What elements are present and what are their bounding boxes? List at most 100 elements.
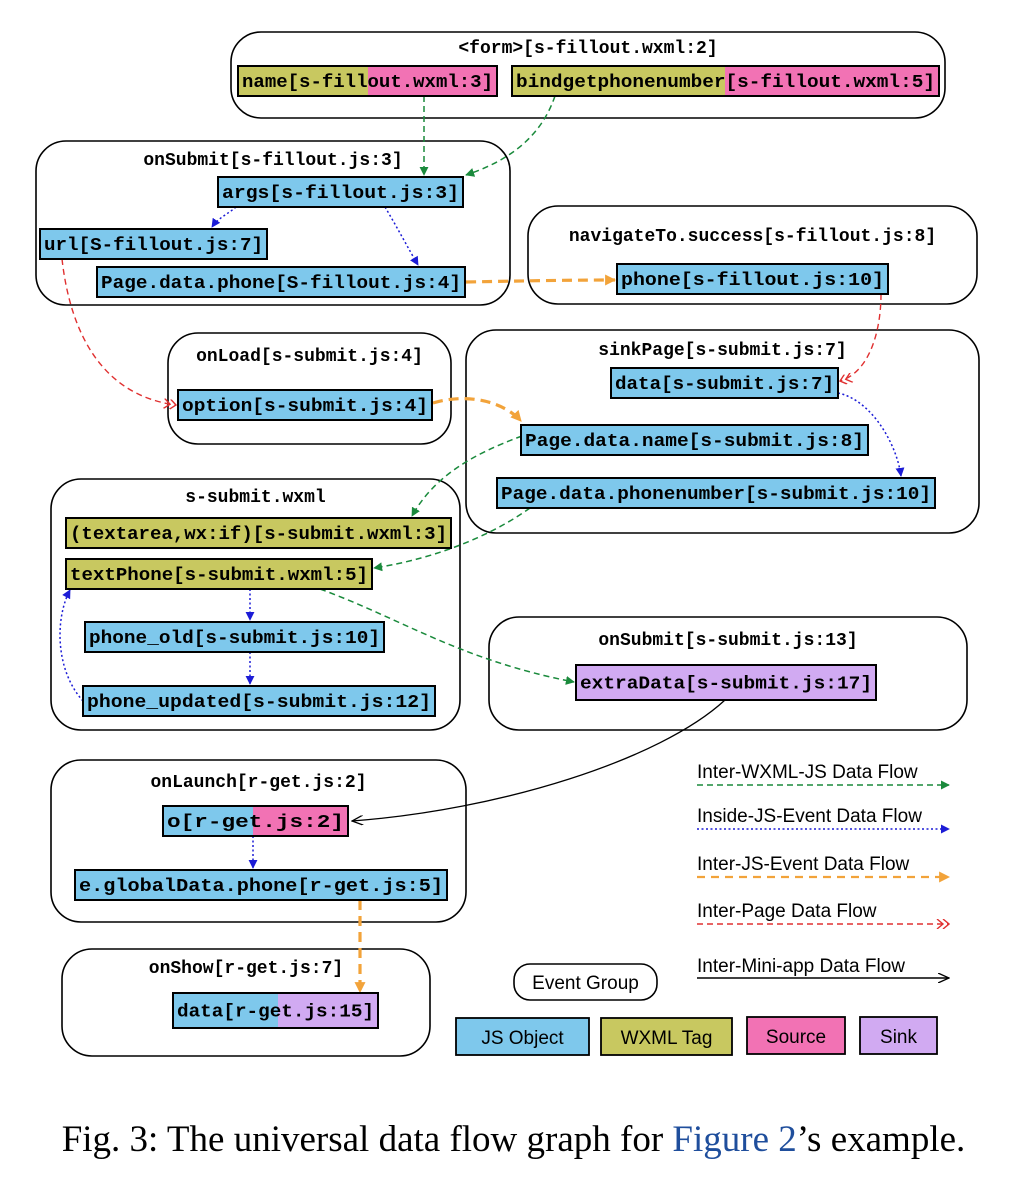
node-box [177, 389, 433, 421]
graph-node: args[s-fillout.js:3] [217, 176, 464, 208]
legend-swatch-label: WXML Tag [621, 1028, 713, 1049]
node-box [65, 558, 373, 590]
figure-caption: Fig. 3: The universal data flow graph fo… [0, 1118, 1027, 1161]
legend-event-group: Event Group [513, 963, 658, 1001]
event-group: onLoad[s-submit.js:4] [167, 332, 452, 445]
node-label: url[S-fillout.js:7] [44, 236, 263, 256]
caption-prefix: Fig. 3: The universal data flow graph fo… [61, 1119, 673, 1160]
event-group-title: onShow[r-get.js:7] [149, 959, 343, 979]
event-group-title: onLaunch[r-get.js:2] [150, 773, 366, 793]
flow-edge [211, 206, 237, 228]
flow-edge [465, 274, 617, 286]
graph-node: textPhone[s-submit.wxml:5] [65, 558, 373, 590]
graph-node: bindgetphonenumber[s-fillout.wxml:5] [511, 65, 940, 97]
graph-node: (textarea,wx:if)[s-submit.wxml:3] [65, 517, 452, 549]
legend-swatch-label: Sink [880, 1027, 917, 1048]
graph-node: phone_old[s-submit.js:10] [84, 621, 385, 653]
graph-node: extraData[s-submit.js:17] [575, 664, 877, 701]
legend-event-group-label: Event Group [532, 973, 639, 994]
graph-node: Page.data.name[s-submit.js:8] [520, 424, 869, 456]
legend-label: Inter-Mini-app Data Flow [697, 956, 905, 977]
node-fill-secondary [368, 66, 497, 96]
legend-swatch-label: Source [766, 1027, 826, 1048]
node-label: e.globalData.phone[r-get.js:5] [79, 877, 443, 897]
graph-node: e.globalData.phone[r-get.js:5] [74, 869, 448, 901]
legend-swatch-js-object: JS Object [455, 1017, 590, 1056]
flow-edge [352, 699, 726, 821]
node-label: phone[s-fillout.js:10] [621, 271, 884, 291]
legend-label: Inside-JS-Event Data Flow [697, 806, 922, 827]
flow-edge [840, 293, 882, 381]
node-box [82, 685, 436, 717]
node-fill-primary [512, 66, 725, 96]
node-border [162, 805, 349, 837]
graph-node: url[S-fillout.js:7] [39, 228, 268, 260]
node-label: name[s-fillout.wxml:3] [242, 73, 493, 93]
legend-item-inter-js-event: Inter-JS-Event Data Flow [697, 854, 951, 883]
flow-edge [411, 435, 523, 517]
node-border [511, 65, 940, 97]
node-label: Page.data.name[s-submit.js:8] [525, 432, 864, 452]
node-fill-primary [173, 993, 278, 1028]
graph-node: option[s-submit.js:4] [177, 389, 433, 421]
node-label: o[r-get.js:2] [167, 813, 344, 833]
node-label: data[r-get.js:15] [177, 1003, 374, 1023]
node-box [616, 263, 889, 295]
event-group-title: <form>[s-fillout.wxml:2] [458, 39, 717, 59]
flow-edge [59, 589, 84, 702]
data-flow-edges-layer [59, 95, 905, 994]
node-label: phone_updated[s-submit.js:12] [87, 693, 431, 713]
legend: Inter-WXML-JS Data Flow Inside-JS-Event … [455, 762, 951, 1056]
graph-node: name[s-fillout.wxml:3] [237, 65, 498, 97]
graph-node: data[s-submit.js:7] [610, 367, 839, 399]
node-border [237, 65, 498, 97]
graph-node: phone_updated[s-submit.js:12] [82, 685, 436, 717]
node-box [39, 228, 268, 260]
legend-item-inter-mini-app: Inter-Mini-app Data Flow [697, 956, 949, 978]
node-fill-secondary [278, 993, 378, 1028]
flow-edge [384, 206, 419, 266]
legend-item-inside-js-event: Inside-JS-Event Data Flow [697, 806, 950, 834]
node-label: option[s-submit.js:4] [182, 397, 428, 417]
data-flow-diagram: <form>[s-fillout.wxml:2] onSubmit[s-fillo… [35, 31, 980, 1057]
graph-node: data[r-get.js:15] [172, 992, 379, 1029]
node-box [65, 517, 452, 549]
node-box [496, 477, 936, 509]
node-border [172, 992, 379, 1029]
flow-edge [465, 95, 556, 177]
legend-swatch-label: JS Object [481, 1028, 564, 1049]
node-fill-secondary [725, 66, 939, 96]
graph-node: Page.data.phonenumber[s-submit.js:10] [496, 477, 936, 509]
node-box [217, 176, 464, 208]
node-label: phone_old[s-submit.js:10] [89, 629, 380, 649]
graph-node: Page.data.phone[S-fillout.js:4] [96, 266, 466, 298]
node-fill-primary [238, 66, 368, 96]
event-group-title: onSubmit[s-submit.js:13] [598, 631, 857, 651]
graph-node: o[r-get.js:2] [162, 805, 349, 837]
flow-edge [61, 258, 176, 405]
node-label: args[s-fillout.js:3] [222, 184, 459, 204]
legend-label: Inter-WXML-JS Data Flow [697, 762, 918, 783]
legend-swatch-wxml-tag: WXML Tag [600, 1017, 733, 1056]
caption-suffix: ’s example. [796, 1119, 966, 1160]
legend-swatch-sink: Sink [859, 1016, 938, 1055]
caption-figure-link[interactable]: Figure 2 [672, 1119, 797, 1160]
legend-label: Inter-Page Data Flow [697, 901, 877, 922]
flow-edge [432, 397, 523, 423]
node-label: Page.data.phone[S-fillout.js:4] [101, 274, 461, 294]
event-group-title: navigateTo.success[s-fillout.js:8] [569, 227, 936, 247]
node-box [520, 424, 869, 456]
node-box [84, 621, 385, 653]
flow-edge [837, 392, 905, 477]
node-fill-secondary [253, 806, 348, 836]
flow-edge [319, 588, 575, 685]
graph-node: phone[s-fillout.js:10] [616, 263, 889, 295]
event-group-title: onLoad[s-submit.js:4] [196, 347, 423, 367]
node-label: data[s-submit.js:7] [615, 375, 834, 395]
event-group-title: s-submit.wxml [185, 488, 326, 508]
event-group-title: onSubmit[s-fillout.js:3] [143, 151, 402, 171]
node-box [96, 266, 466, 298]
node-fill-primary [163, 806, 253, 836]
node-box [74, 869, 448, 901]
